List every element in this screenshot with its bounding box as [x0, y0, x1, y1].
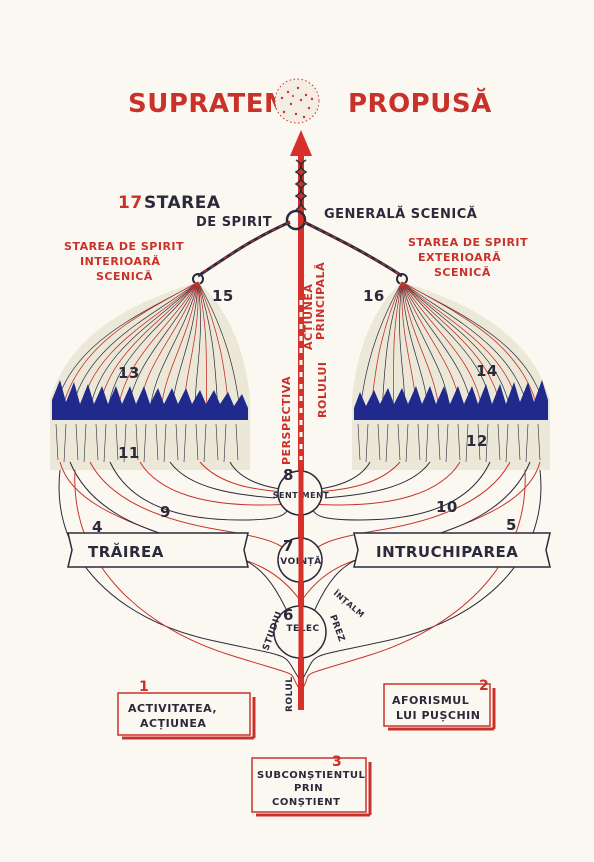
box-1: 1 ACTIVITATEA, ACȚIUNEA: [118, 679, 254, 738]
number-9: 9: [160, 503, 171, 521]
number-5: 5: [506, 516, 517, 534]
number-12: 12: [466, 432, 488, 450]
supertask-sphere: [275, 79, 319, 123]
vertical-perspectiva: PERSPECTIVA: [280, 376, 293, 465]
number-8: 8: [283, 466, 294, 484]
label-17-line2a: DE SPIRIT: [196, 215, 272, 230]
number-10: 10: [436, 498, 458, 516]
box-3-line2: PRIN: [294, 783, 323, 794]
banner-intruchiparea: INTRUCHIPAREA: [354, 533, 550, 567]
box-3-line3: CONȘTIENT: [272, 797, 340, 808]
box-1-line1: ACTIVITATEA,: [128, 702, 217, 715]
box-1-number: 1: [139, 679, 149, 695]
box-2: 2 AFORISMUL LUI PUȘCHIN: [384, 678, 494, 729]
interior-line3: SCENICĂ: [96, 270, 153, 283]
rope-left: [198, 222, 290, 276]
box-1-line2: ACȚIUNEA: [140, 717, 206, 730]
banner-trairea: TRĂIREA: [68, 533, 248, 567]
label-17-line2b: GENERALĂ SCENICĂ: [324, 206, 477, 222]
banner-trairea-text: TRĂIREA: [88, 542, 164, 561]
motor-6-bottom-label: ROLUL: [285, 676, 295, 712]
exterior-line1: STAREA DE SPIRIT: [408, 236, 528, 249]
number-14: 14: [476, 362, 498, 380]
number-7: 7: [283, 537, 294, 555]
number-6: 6: [283, 606, 294, 624]
box-2-line1: AFORISMUL: [392, 694, 469, 707]
vertical-rolului: ROLULUI: [316, 361, 329, 418]
vertical-principala: PRINCIPALĂ: [314, 262, 327, 340]
number-11: 11: [118, 444, 140, 462]
interior-number: 15: [212, 287, 234, 305]
interior-line2: INTERIOARĂ: [80, 255, 160, 268]
number-13: 13: [118, 364, 140, 382]
label-17-number: 17: [118, 193, 143, 213]
banner-intruchiparea-text: INTRUCHIPAREA: [376, 543, 518, 561]
box-3: 3 SUBCONȘTIENTUL PRIN CONȘTIENT: [252, 754, 370, 815]
right-fan: [352, 282, 550, 470]
interior-line1: STAREA DE SPIRIT: [64, 240, 184, 253]
exterior-line2: EXTERIOARĂ: [418, 251, 501, 264]
box-3-line1: SUBCONȘTIENTUL: [257, 770, 366, 781]
motor-6-right-label: PREZ: [327, 614, 346, 644]
left-fan: [50, 282, 250, 470]
exterior-line3: SCENICĂ: [434, 266, 491, 279]
box-2-number: 2: [479, 678, 489, 694]
label-17-line1: STAREA: [144, 193, 221, 213]
number-4: 4: [92, 518, 103, 536]
box-3-number: 3: [332, 754, 342, 770]
box-2-line2: LUI PUȘCHIN: [396, 709, 480, 722]
main-arrowhead: [290, 130, 312, 156]
title-right: PROPUSĂ: [348, 87, 492, 119]
exterior-number: 16: [363, 287, 385, 305]
